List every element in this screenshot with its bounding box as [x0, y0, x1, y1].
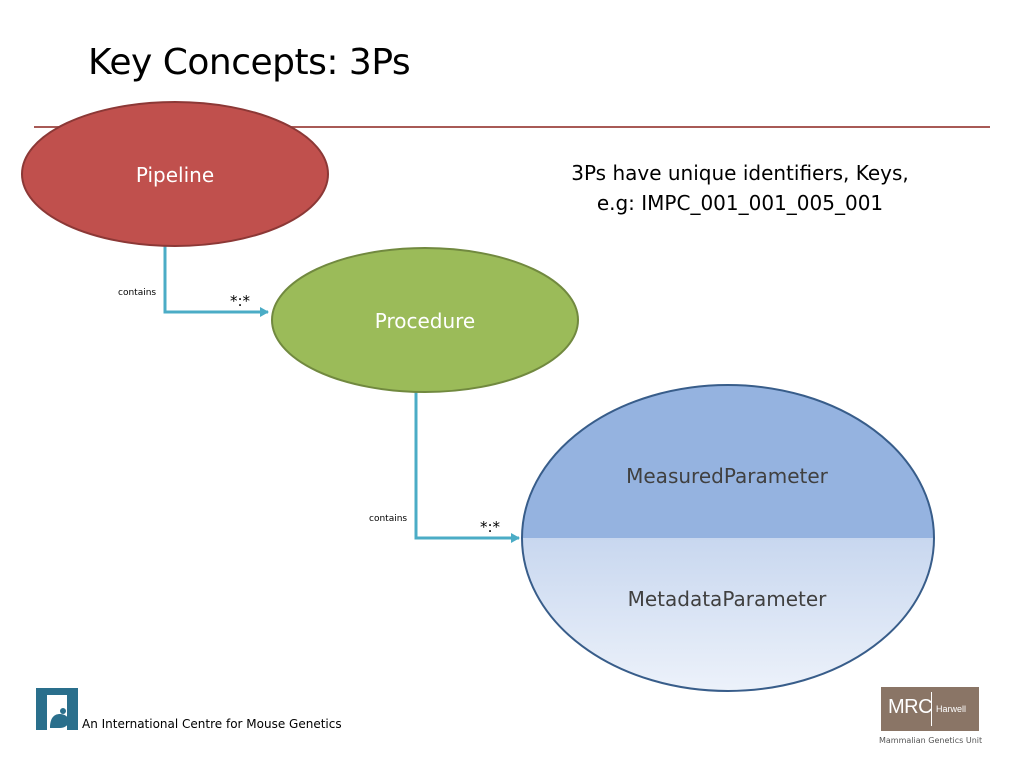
keys-note-line-1: 3Ps have unique identifiers, Keys, [571, 161, 909, 185]
procedure-node: Procedure [271, 247, 579, 393]
connector-procedure-parameter [414, 392, 520, 543]
parameter-node: MeasuredParameter MetadataParameter [521, 384, 935, 692]
pipeline-node: Pipeline [21, 101, 329, 247]
edge-label-contains-1: contains [118, 288, 156, 298]
measured-parameter-label: MeasuredParameter [626, 464, 829, 488]
connector-pipeline-procedure [163, 246, 269, 317]
keys-note: 3Ps have unique identifiers, Keys, e.g: … [520, 158, 960, 218]
slide-title: Key Concepts: 3Ps [88, 42, 411, 83]
edge-multiplicity-2: *:* [480, 518, 501, 536]
keys-note-line-2: e.g: IMPC_001_001_005_001 [596, 191, 884, 215]
pipeline-label: Pipeline [136, 163, 214, 187]
title-divider [34, 126, 990, 128]
mrc-logo-separator [931, 692, 932, 726]
procedure-label: Procedure [375, 309, 476, 333]
footer-tagline: An International Centre for Mouse Geneti… [82, 717, 342, 731]
edge-multiplicity-1: *:* [230, 292, 251, 310]
mrc-harwell-logo: MRC Harwell [881, 687, 979, 731]
mrc-logo-text: MRC [888, 696, 933, 718]
metadata-parameter-label: MetadataParameter [628, 587, 828, 611]
mrc-logo-subtext: Harwell [936, 704, 967, 714]
mrc-caption: Mammalian Genetics Unit [879, 736, 983, 745]
edge-label-contains-2: contains [369, 514, 407, 524]
mouse-logo-icon [36, 688, 78, 730]
